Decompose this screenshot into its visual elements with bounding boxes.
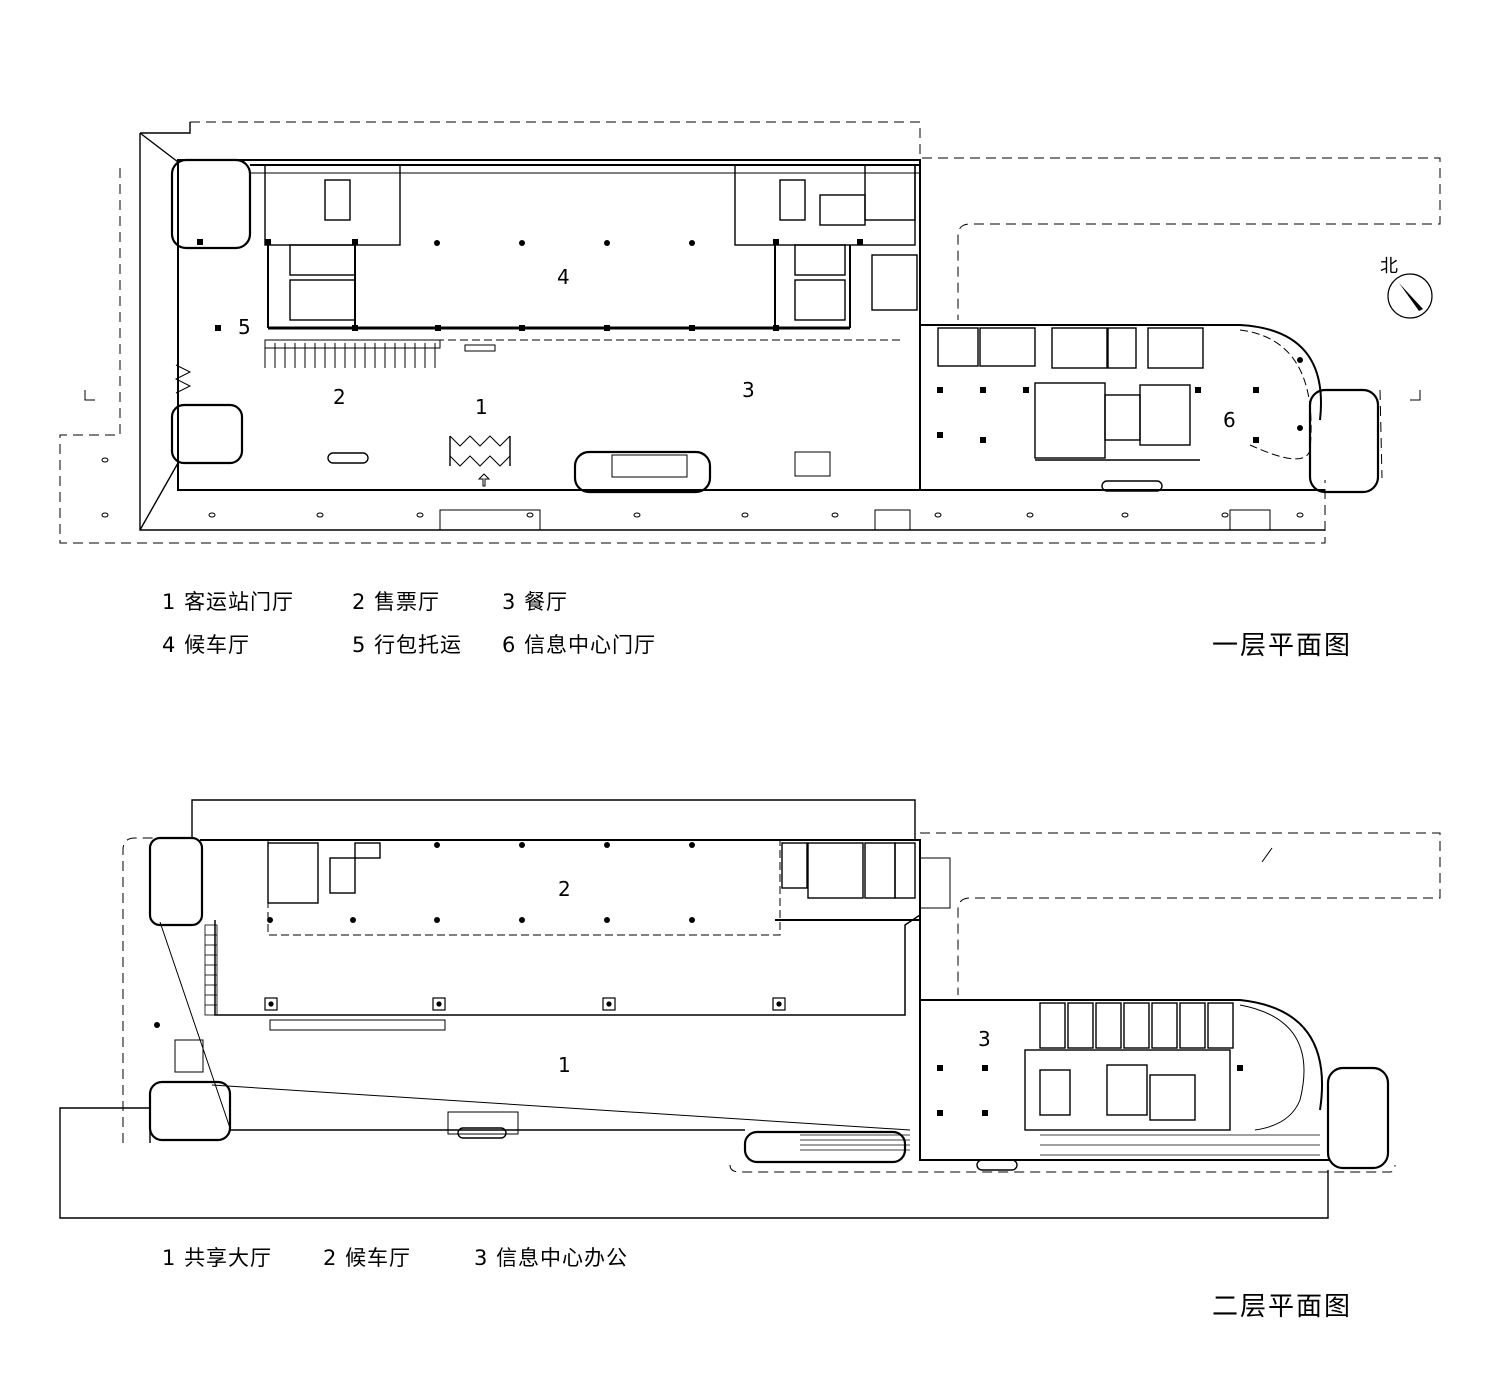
north-label: 北 xyxy=(1380,256,1398,277)
floor2-title: 二层平面图 xyxy=(1212,1292,1353,1322)
floor2-room-3: 3 xyxy=(978,1027,991,1051)
floor1-room-2: 2 xyxy=(333,385,346,409)
floor2-room-1: 1 xyxy=(558,1053,571,1077)
floor1-room-6: 6 xyxy=(1223,408,1236,432)
floor2-legend-2: 2 候车厅 xyxy=(323,1246,412,1270)
floor1-plan xyxy=(59,121,1441,544)
floor1-title: 一层平面图 xyxy=(1212,631,1353,661)
floor1-room-4: 4 xyxy=(557,265,570,289)
floor1-legend-2: 2 售票厅 xyxy=(352,590,441,614)
floor2-legend-3: 3 信息中心办公 xyxy=(474,1246,629,1270)
floor1-room-3: 3 xyxy=(742,378,755,402)
floor2-legend-1: 1 共享大厅 xyxy=(162,1246,273,1270)
north-arrow-icon xyxy=(1387,273,1433,319)
floor2-plan xyxy=(59,799,1441,1219)
floor1-room-1: 1 xyxy=(475,395,488,419)
floor1-legend-4: 4 候车厅 xyxy=(162,633,251,657)
floor1-legend-1: 1 客运站门厅 xyxy=(162,590,295,614)
floor1-legend-5: 5 行包托运 xyxy=(352,633,463,657)
floor1-legend-3: 3 餐厅 xyxy=(502,590,569,614)
floor1-room-5: 5 xyxy=(238,315,251,339)
floor1-legend-6: 6 信息中心门厅 xyxy=(502,633,657,657)
floor2-room-2: 2 xyxy=(558,877,571,901)
